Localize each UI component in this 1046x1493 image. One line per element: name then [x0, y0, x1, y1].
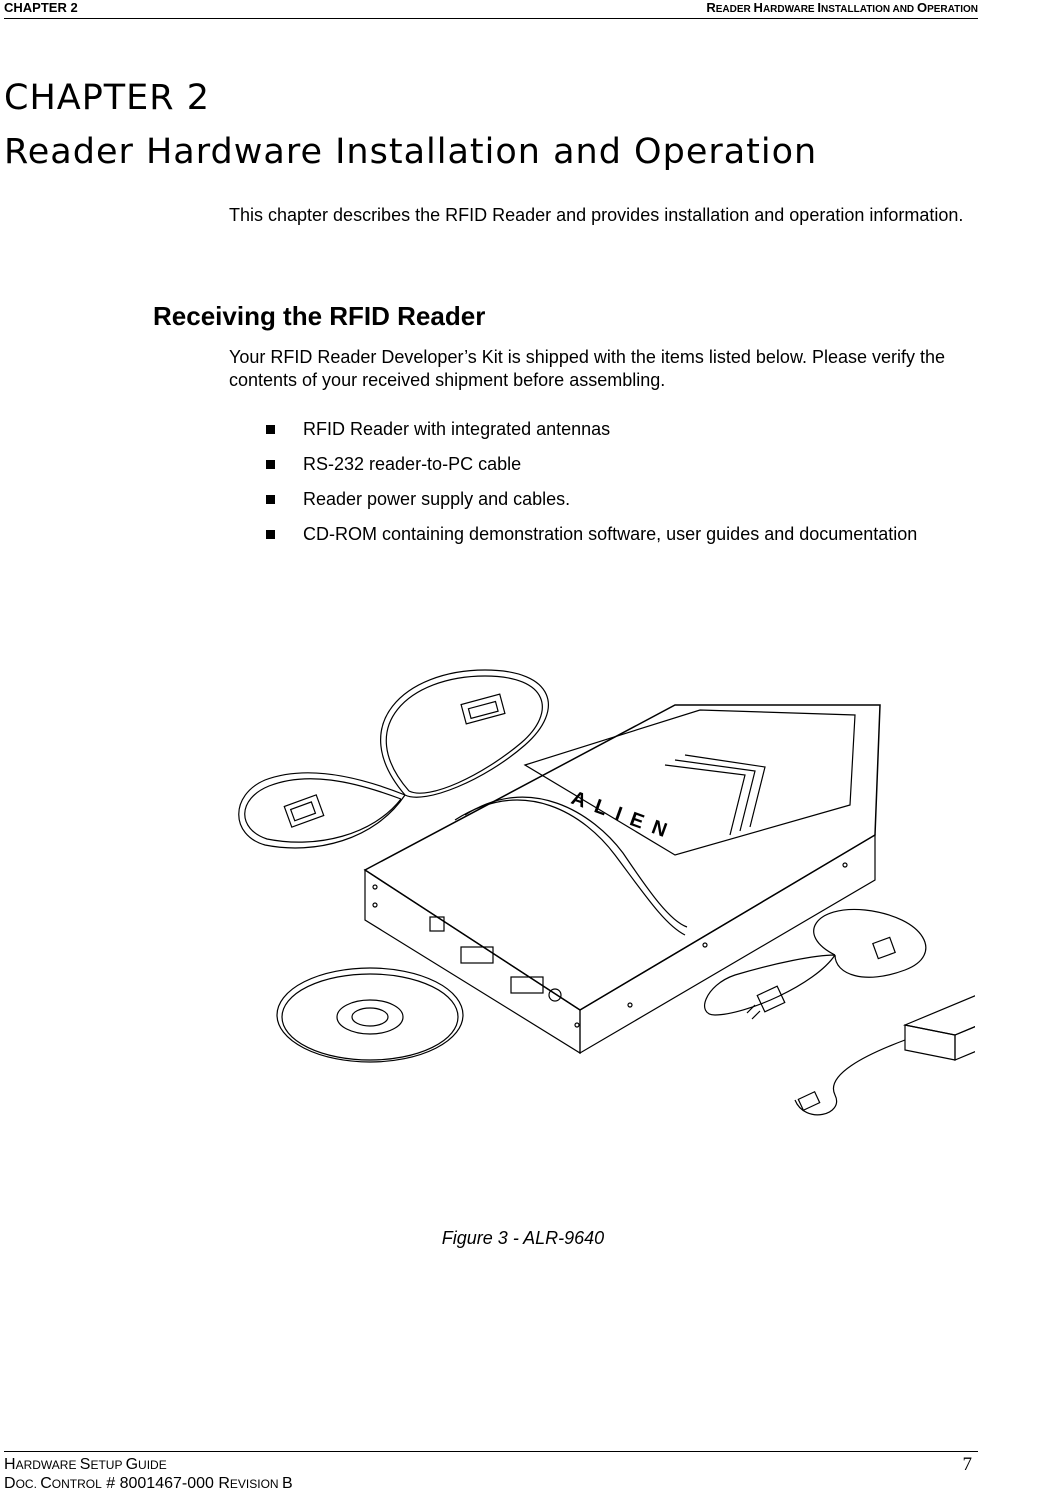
list-item: RFID Reader with integrated antennas	[266, 418, 966, 441]
page-footer: HARDWARE SETUP GUIDE DOC. CONTROL # 8001…	[4, 1451, 978, 1492]
page-number: 7	[962, 1454, 973, 1475]
footer-rest: UIDE	[138, 1458, 167, 1472]
footer-cap: D	[4, 1475, 16, 1492]
rfid-reader-drawing: ALIEN	[363, 704, 881, 1055]
footer-cap: C	[40, 1475, 52, 1492]
shipment-item-list: RFID Reader with integrated antennas RS-…	[266, 418, 966, 558]
alien-logo-text: ALIEN	[568, 787, 679, 845]
cd-rom-drawing	[276, 967, 464, 1063]
reader-kit-illustration: ALIEN	[238, 669, 975, 1116]
footer-cap: R	[218, 1475, 230, 1492]
footer-rest: ONTROL	[51, 1477, 102, 1491]
figure-caption: Figure 3 - ALR-9640	[441, 1228, 605, 1248]
list-item: CD-ROM containing demonstration software…	[266, 523, 966, 546]
square-bullet-icon	[266, 530, 275, 539]
page-header: CHAPTER 2 READER HARDWARE INSTALLATION A…	[4, 0, 978, 19]
header-rest: NSTALLATION AND	[821, 4, 917, 15]
header-rest: EADER	[715, 4, 754, 15]
footer-cap: H	[4, 1456, 16, 1473]
header-cap: I	[817, 0, 822, 15]
header-rest: PERATION	[927, 4, 978, 15]
power-supply-drawing	[794, 995, 975, 1116]
header-cap: H	[753, 0, 763, 15]
list-item-text: RFID Reader with integrated antennas	[303, 419, 611, 439]
list-item: Reader power supply and cables.	[266, 488, 966, 511]
header-section-title: READER HARDWARE INSTALLATION AND OPERATI…	[706, 0, 978, 15]
footer-rest: ETUP	[90, 1458, 126, 1472]
section-heading: Receiving the RFID Reader	[153, 301, 486, 331]
header-chapter-label: CHAPTER 2	[4, 0, 78, 15]
list-item-text: CD-ROM containing demonstration software…	[303, 524, 918, 544]
list-item-text: RS-232 reader-to-PC cable	[303, 454, 522, 474]
section-paragraph: Your RFID Reader Developer’s Kit is ship…	[229, 347, 946, 390]
footer-doc-number: # 8001467-000	[101, 1475, 219, 1492]
chapter-number: CHAPTER 2	[4, 78, 211, 118]
list-item-text: Reader power supply and cables.	[303, 489, 571, 509]
footer-cap: G	[125, 1456, 139, 1473]
intro-paragraph: This chapter describes the RFID Reader a…	[229, 205, 964, 225]
power-cord-drawing	[704, 908, 927, 1020]
footer-guide-title: HARDWARE SETUP GUIDE	[4, 1456, 167, 1474]
serial-cable-drawing	[238, 669, 549, 849]
footer-rest: ARDWARE	[15, 1458, 80, 1472]
header-cap: R	[706, 0, 716, 15]
footer-rest: OC.	[15, 1477, 41, 1491]
footer-doc-control: DOC. CONTROL # 8001467-000 REVISION B	[4, 1475, 293, 1493]
header-cap: O	[916, 0, 928, 15]
header-rest: ARDWARE	[762, 4, 818, 15]
footer-cap: S	[79, 1456, 91, 1473]
square-bullet-icon	[266, 460, 275, 469]
list-item: RS-232 reader-to-PC cable	[266, 453, 966, 476]
footer-revision-letter: B	[281, 1475, 293, 1492]
footer-rest: EVISION	[229, 1477, 282, 1491]
square-bullet-icon	[266, 495, 275, 504]
square-bullet-icon	[266, 425, 275, 434]
chapter-title: Reader Hardware Installation and Operati…	[4, 132, 818, 172]
